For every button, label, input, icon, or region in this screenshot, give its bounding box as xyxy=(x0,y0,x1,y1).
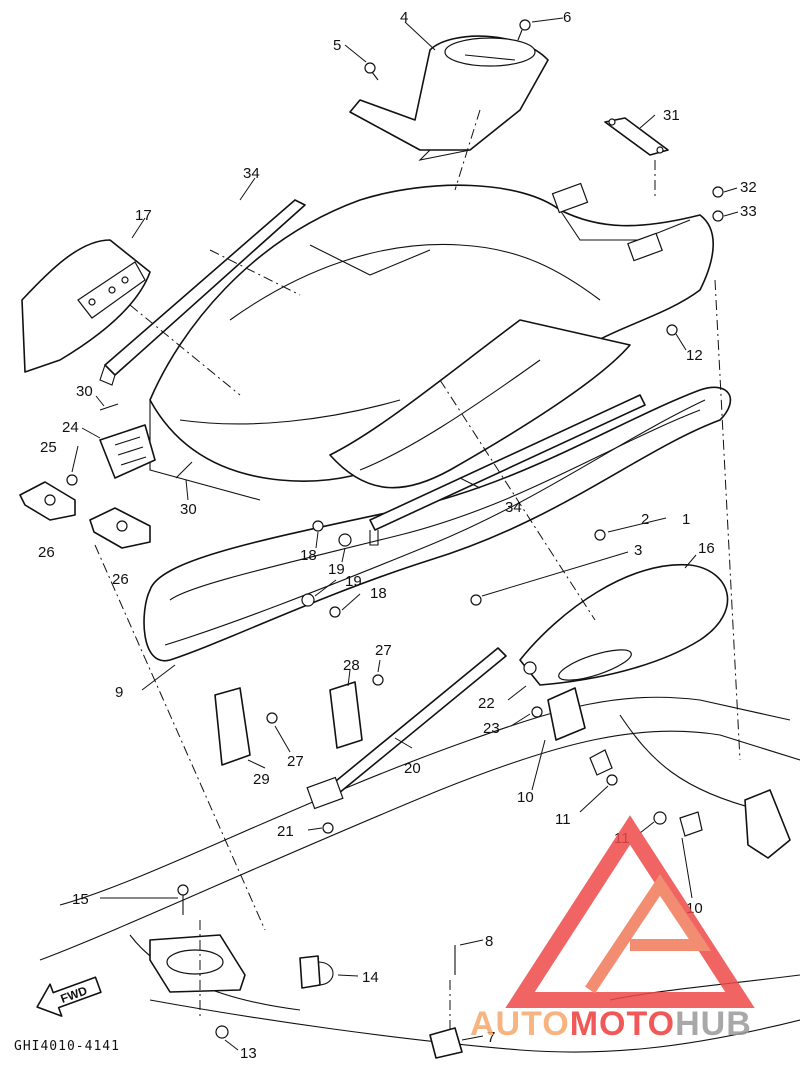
label-1: 1 xyxy=(682,511,690,528)
front-fitting xyxy=(149,934,246,993)
rail-strip-lower xyxy=(369,394,646,546)
label-29: 29 xyxy=(253,771,270,788)
watermark: AUTOMOTOHUB xyxy=(470,815,755,1043)
label-19-lower: 19 xyxy=(345,573,362,590)
bracket-10-lower xyxy=(679,789,791,859)
label-14: 14 xyxy=(362,969,379,986)
label-34-lower: 34 xyxy=(505,499,522,516)
label-27-lower: 27 xyxy=(287,753,304,770)
label-17: 17 xyxy=(135,207,152,224)
drawing-code: GHI4010-4141 xyxy=(14,1039,120,1054)
watermark-text: AUTOMOTOHUB xyxy=(470,1005,752,1043)
top-cone xyxy=(349,35,549,161)
label-26-right: 26 xyxy=(112,571,129,588)
label-25: 25 xyxy=(40,439,57,456)
fwd-arrow: FWD xyxy=(36,976,102,1017)
inner-panel xyxy=(329,319,631,489)
bracket-10-upper xyxy=(547,687,613,776)
label-10-upper: 10 xyxy=(517,789,534,806)
rail-strip-upper xyxy=(99,199,306,386)
label-24: 24 xyxy=(62,419,79,436)
label-16: 16 xyxy=(698,540,715,557)
label-31: 31 xyxy=(663,107,680,124)
label-4: 4 xyxy=(400,9,408,26)
watermark-hub: HUB xyxy=(675,1005,752,1043)
label-21: 21 xyxy=(277,823,294,840)
leader-lines xyxy=(71,17,739,1051)
label-13: 13 xyxy=(240,1045,257,1062)
label-22: 22 xyxy=(478,695,495,712)
label-32: 32 xyxy=(740,179,757,196)
label-19-upper: 19 xyxy=(328,561,345,578)
hood-body xyxy=(149,182,714,501)
label-6: 6 xyxy=(563,9,571,26)
label-18-lower: 18 xyxy=(370,585,387,602)
label-8: 8 xyxy=(485,933,493,950)
bracket-26-left xyxy=(19,481,76,521)
label-20: 20 xyxy=(404,760,421,777)
watermark-auto: AUTO xyxy=(470,1005,570,1043)
fitting-24 xyxy=(99,424,156,479)
label-18-upper: 18 xyxy=(300,547,317,564)
plate-31 xyxy=(604,117,669,156)
label-7: 7 xyxy=(487,1029,495,1046)
reference-lines xyxy=(94,109,741,1030)
label-12: 12 xyxy=(686,347,703,364)
label-33: 33 xyxy=(740,203,757,220)
label-9: 9 xyxy=(115,684,123,701)
fasteners xyxy=(66,19,724,1039)
label-15: 15 xyxy=(72,891,89,908)
plate-29 xyxy=(214,687,251,766)
cover-16 xyxy=(519,563,729,686)
label-30-lower: 30 xyxy=(180,501,197,518)
label-26-left: 26 xyxy=(38,544,55,561)
label-3: 3 xyxy=(634,542,642,559)
label-28: 28 xyxy=(343,657,360,674)
label-2: 2 xyxy=(641,511,649,528)
strut-20 xyxy=(306,647,507,810)
side-panel xyxy=(21,239,151,373)
clip-7 xyxy=(429,1027,463,1059)
watermark-moto: MOTO xyxy=(570,1005,675,1043)
lock-14 xyxy=(299,955,334,989)
label-11-upper: 11 xyxy=(555,811,571,828)
label-5: 5 xyxy=(333,37,341,54)
hood-rim-gasket xyxy=(143,386,732,662)
watermark-logo-icon xyxy=(505,815,755,1008)
label-27-upper: 27 xyxy=(375,642,392,659)
bracket-26-right xyxy=(89,507,151,549)
plate-28 xyxy=(329,681,363,749)
label-30-upper: 30 xyxy=(76,383,93,400)
label-23: 23 xyxy=(483,720,500,737)
label-34-upper: 34 xyxy=(243,165,260,182)
part-labels: 4 6 5 31 34 17 32 33 12 30 24 25 30 26 2… xyxy=(38,9,757,1062)
